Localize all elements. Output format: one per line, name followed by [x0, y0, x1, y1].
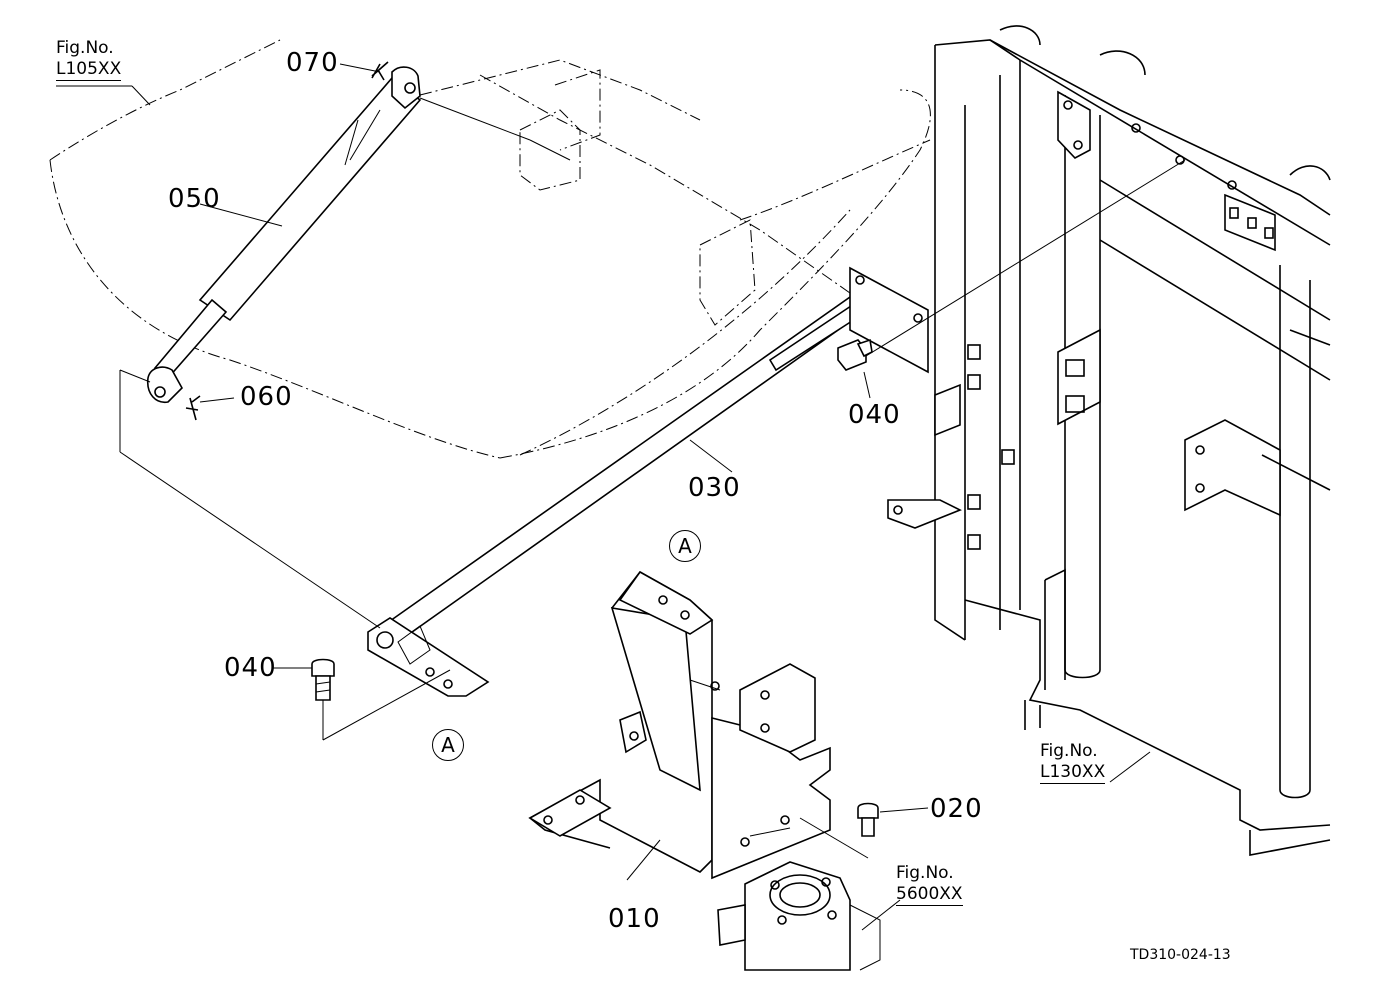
part-label-020: 020	[930, 794, 983, 824]
figure-ref-frame-number: L130XX	[1040, 762, 1106, 784]
hood-phantom-outline	[49, 39, 931, 459]
figure-ref-frame-prefix: Fig.No.	[1040, 741, 1098, 761]
radiator-frame	[887, 25, 1331, 856]
hood-bracket-phantom	[519, 69, 756, 326]
figure-ref-pump-prefix: Fig.No.	[896, 863, 954, 883]
support-rod-030	[119, 266, 929, 697]
figure-ref-hood-prefix: Fig.No.	[56, 38, 114, 58]
section-marker-a-top: A	[669, 530, 701, 562]
figure-ref-leaders	[56, 85, 151, 106]
part-label-060: 060	[240, 382, 293, 412]
figure-ref-pump: Fig.No. 5600XX	[896, 863, 963, 906]
part-label-040-left: 040	[224, 653, 277, 683]
bracket-010	[528, 570, 831, 881]
part-label-030: 030	[688, 473, 741, 503]
figure-ref-hood: Fig.No. L105XX	[56, 38, 122, 81]
part-label-050: 050	[168, 184, 221, 214]
figure-ref-frame: Fig.No. L130XX	[1040, 741, 1106, 784]
bolts-040	[272, 159, 1186, 741]
figure-ref-pump-number: 5600XX	[896, 884, 963, 906]
gas-spring-050	[146, 66, 422, 403]
clip-pins	[185, 61, 571, 421]
part-label-010: 010	[608, 904, 661, 934]
bolt-020	[799, 802, 929, 859]
figure-ref-hood-number: L105XX	[56, 59, 122, 81]
drawing-code: TD310-024-13	[1130, 947, 1231, 963]
part-label-070: 070	[286, 48, 339, 78]
section-marker-a-bottom: A	[432, 729, 464, 761]
pump-housing-partial	[717, 861, 901, 971]
part-label-040-top: 040	[848, 400, 901, 430]
